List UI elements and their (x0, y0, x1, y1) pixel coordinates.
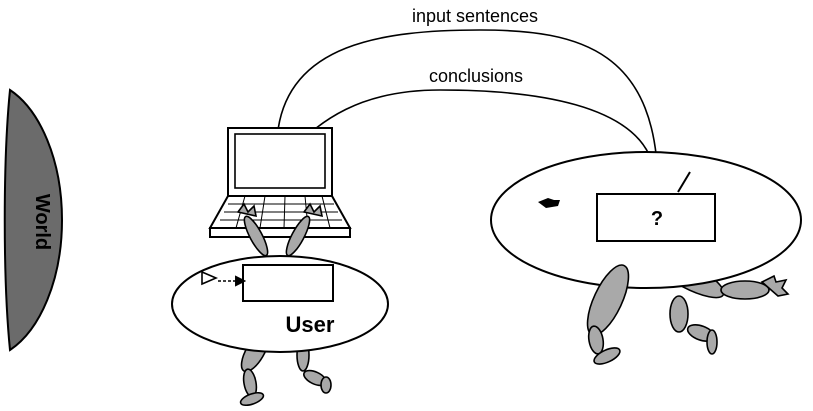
agent-small-hand (538, 198, 560, 208)
user-body: User (171, 255, 389, 353)
agent-body: ? (490, 151, 802, 289)
user-mind-box (242, 264, 334, 302)
world-label: World (31, 194, 53, 250)
agent-gap-mark (677, 171, 691, 193)
laptop-icon (208, 127, 352, 238)
eye-icon (201, 270, 219, 286)
user-label: User (286, 312, 335, 337)
agent-legs (586, 264, 718, 365)
world-shape: World (3, 88, 64, 352)
conclusions-label: conclusions (429, 66, 523, 86)
input-sentences-arrow (277, 29, 664, 198)
question-mark: ? (651, 208, 663, 230)
agent-mind-box (596, 193, 716, 242)
conclusions-arrow (285, 89, 656, 179)
input-sentences-label: input sentences (412, 6, 538, 26)
